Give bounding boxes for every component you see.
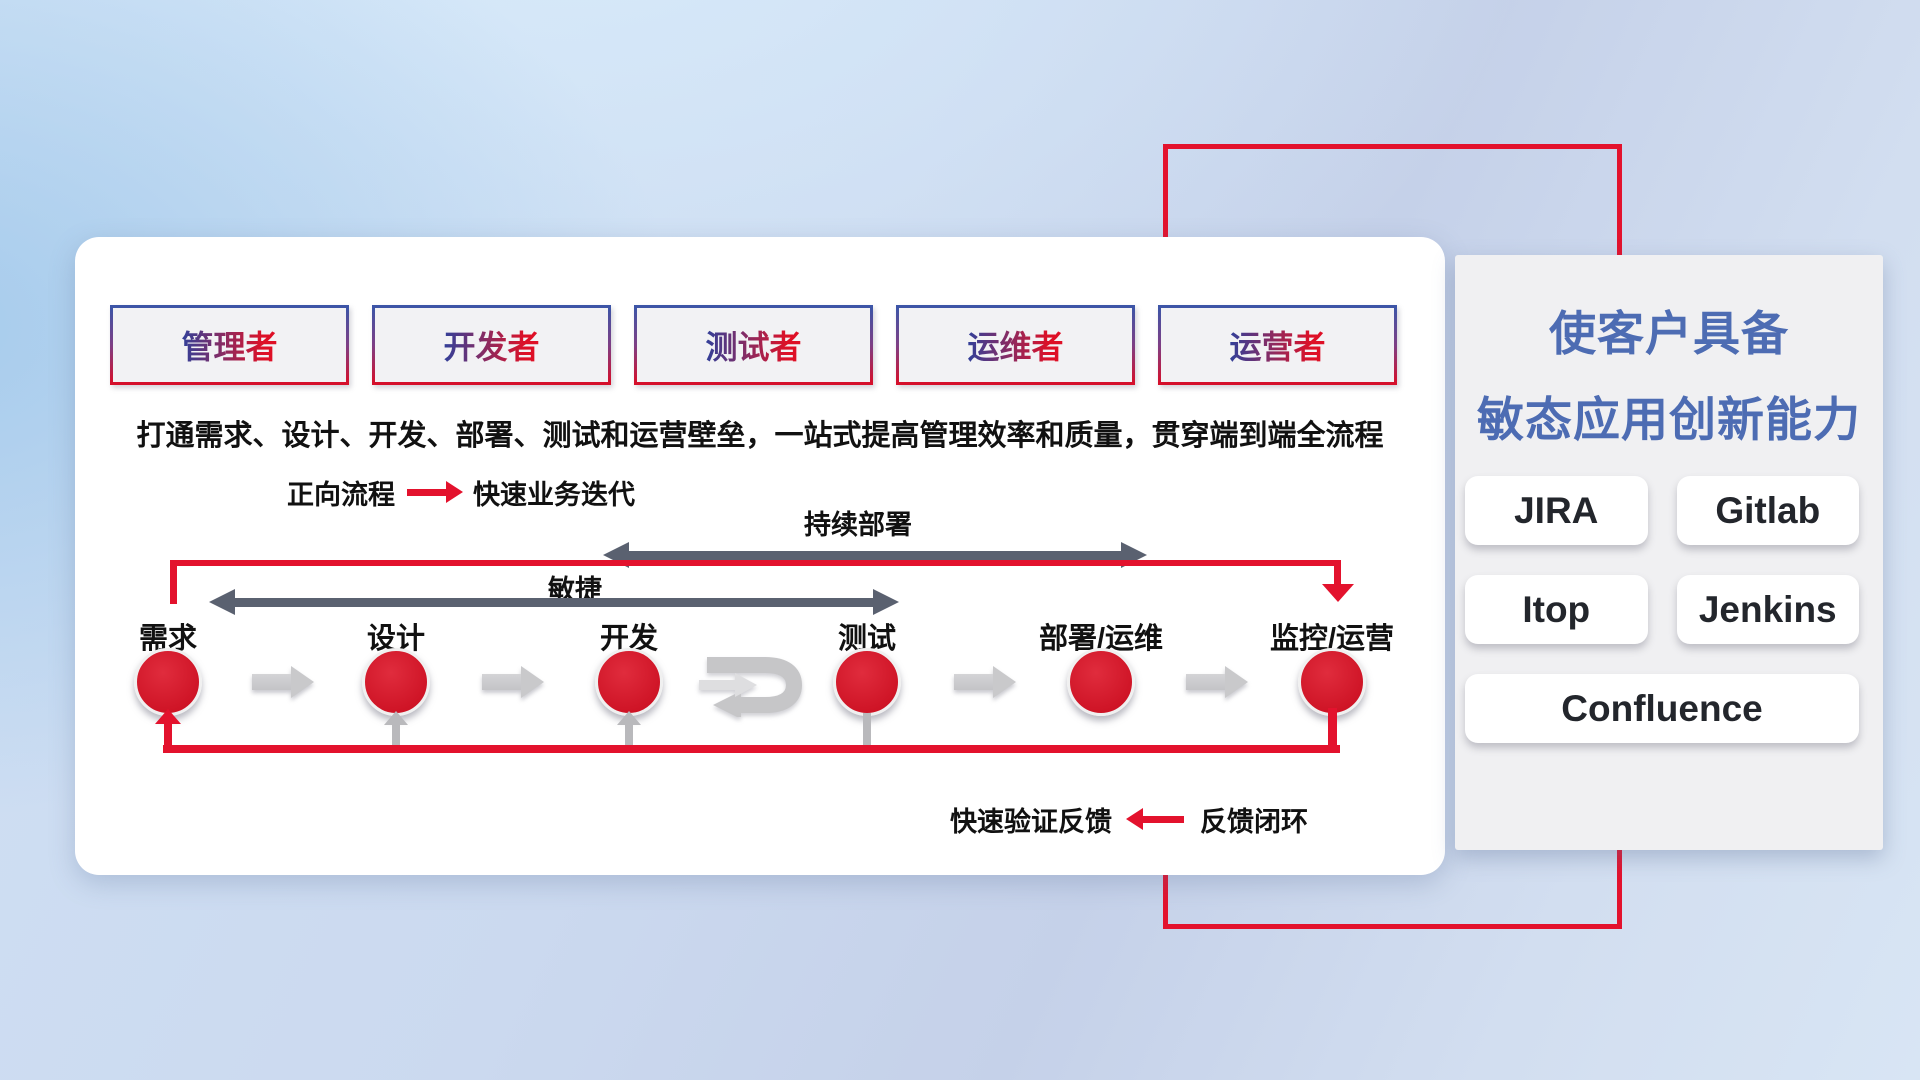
forward-loop-line-left xyxy=(170,560,177,604)
role-label: 测试者 xyxy=(705,322,801,368)
feedback-arrow-icon xyxy=(1126,807,1184,830)
role-box: 运维者 xyxy=(896,305,1135,385)
tool-button-jenkins: Jenkins xyxy=(1676,575,1859,644)
gray-up-line xyxy=(625,725,633,747)
continuous-deploy-label: 持续部署 xyxy=(804,510,912,540)
stage-circle xyxy=(833,648,901,716)
tool-button-jira: JIRA xyxy=(1465,476,1648,545)
feedback-loop-line-bottom xyxy=(163,745,1340,753)
feedback-value: 反馈闭环 xyxy=(1200,806,1308,837)
stage-circle xyxy=(1067,648,1135,716)
role-box: 运营者 xyxy=(1158,305,1397,385)
feedback-label: 快速验证反馈 xyxy=(950,806,1112,837)
gray-down-line xyxy=(863,713,871,747)
feedback-legend: 快速验证反馈 反馈闭环 xyxy=(950,803,1308,837)
role-box: 管理者 xyxy=(110,305,349,385)
forward-loop-line-top xyxy=(170,560,1341,566)
loop-arrow-icon xyxy=(699,657,803,717)
roles-row: 管理者 开发者 测试者 运维者 运营者 xyxy=(110,305,1397,385)
panel-title-line2: 敏态应用创新能力 xyxy=(1477,393,1861,446)
stage-circle xyxy=(362,648,430,716)
flow-arrow-icon xyxy=(1186,666,1248,698)
forward-flow-arrow-icon xyxy=(407,480,463,503)
stage-circle xyxy=(1298,648,1366,716)
forward-flow-legend: 正向流程 快速业务迭代 xyxy=(287,475,635,510)
flow-arrow-icon xyxy=(482,666,544,698)
feedback-down-line xyxy=(1328,708,1337,748)
forward-loop-line-right xyxy=(1334,560,1341,586)
feedback-up-arrowhead-icon xyxy=(155,709,181,724)
role-label: 管理者 xyxy=(181,322,277,368)
role-label: 运维者 xyxy=(967,322,1063,368)
forward-flow-label: 正向流程 xyxy=(287,479,395,510)
gray-up-line xyxy=(392,725,400,747)
forward-loop-arrowhead-icon xyxy=(1322,584,1354,602)
role-box: 测试者 xyxy=(634,305,873,385)
forward-flow-value: 快速业务迭代 xyxy=(473,479,635,510)
description-text: 打通需求、设计、开发、部署、测试和运营壁垒，一站式提高管理效率和质量，贯穿端到端… xyxy=(136,420,1384,452)
panel-title-line1: 使客户具备 xyxy=(1549,307,1789,360)
role-box: 开发者 xyxy=(372,305,611,385)
gray-up-arrowhead-icon xyxy=(384,711,408,725)
tool-button-gitlab: Gitlab xyxy=(1676,476,1859,545)
flow-arrow-icon xyxy=(252,666,314,698)
agile-range-arrow xyxy=(209,589,899,615)
feedback-up-line xyxy=(164,723,172,747)
flow-arrow-icon xyxy=(954,666,1016,698)
gray-up-arrowhead-icon xyxy=(617,711,641,725)
tool-button-confluence: Confluence xyxy=(1465,674,1859,743)
stage-circle xyxy=(134,648,202,716)
role-label: 开发者 xyxy=(443,322,539,368)
continuous-deploy-range-arrow xyxy=(603,542,1147,568)
devops-flow-card: 管理者 开发者 测试者 运维者 运营者 打通需求、设计、开发、部署、测试和运营壁垒，一站… xyxy=(75,237,1445,875)
tool-button-itop: Itop xyxy=(1465,575,1648,644)
role-label: 运营者 xyxy=(1229,322,1325,368)
stage-circle xyxy=(595,648,663,716)
